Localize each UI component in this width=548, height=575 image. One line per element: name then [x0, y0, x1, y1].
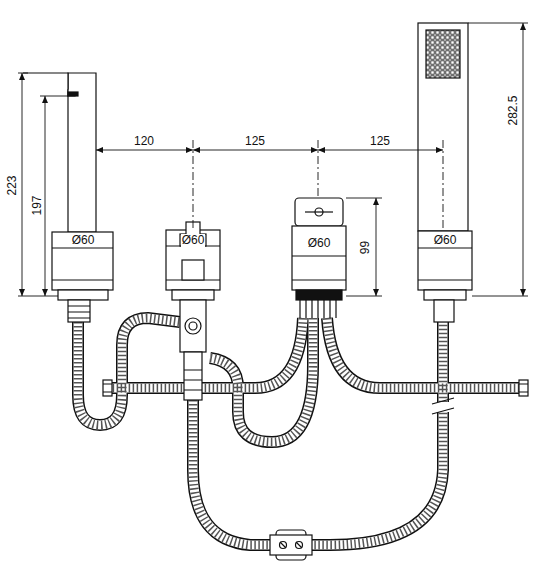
dimension-label: 223: [6, 174, 19, 196]
dimension-label: 99: [359, 239, 372, 254]
dimension-label: Ø60: [181, 234, 206, 247]
dimension-label: Ø60: [71, 234, 96, 247]
hand-shower: [418, 23, 472, 322]
dimension-label: 120: [133, 135, 155, 148]
dimension-label: 282.5: [507, 94, 520, 126]
dimension-label: Ø60: [433, 234, 458, 247]
bath-spout: [23, 73, 113, 322]
dimension-lines: [18, 23, 528, 296]
diverter: [166, 222, 220, 400]
dimension-label: 125: [244, 135, 266, 148]
dimension-label: 125: [369, 135, 391, 148]
braided-hoses: [78, 318, 522, 545]
dimension-label: 197: [31, 194, 44, 216]
dimension-label: Ø60: [307, 237, 332, 250]
mixer-valve: [292, 198, 346, 318]
